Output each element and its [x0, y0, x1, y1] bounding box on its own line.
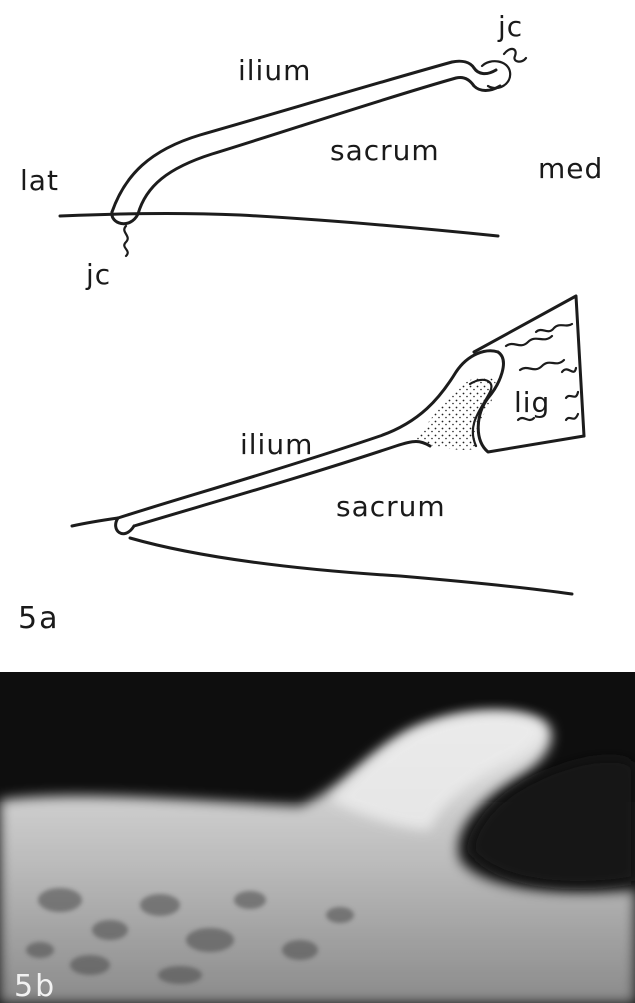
bottom-sacrum-label: sacrum	[336, 490, 446, 523]
ligament-label: lig	[514, 386, 550, 419]
joint-capsule-upper-label: jc	[497, 10, 523, 43]
panel-5a-label: 5a	[18, 601, 59, 636]
bottom-ilium-label: ilium	[240, 428, 313, 461]
medial-label: med	[538, 152, 603, 185]
top-sacrum-label: sacrum	[330, 134, 440, 167]
lateral-label: lat	[20, 164, 59, 197]
panel-5a: ilium sacrum lat med jc jc	[0, 0, 635, 670]
joint-capsule-lower-label: jc	[85, 258, 111, 291]
top-ilium-label: ilium	[238, 54, 311, 87]
panel-5b-label: 5b	[14, 969, 56, 1003]
panel-5b-radiograph: 5b	[0, 672, 635, 1003]
